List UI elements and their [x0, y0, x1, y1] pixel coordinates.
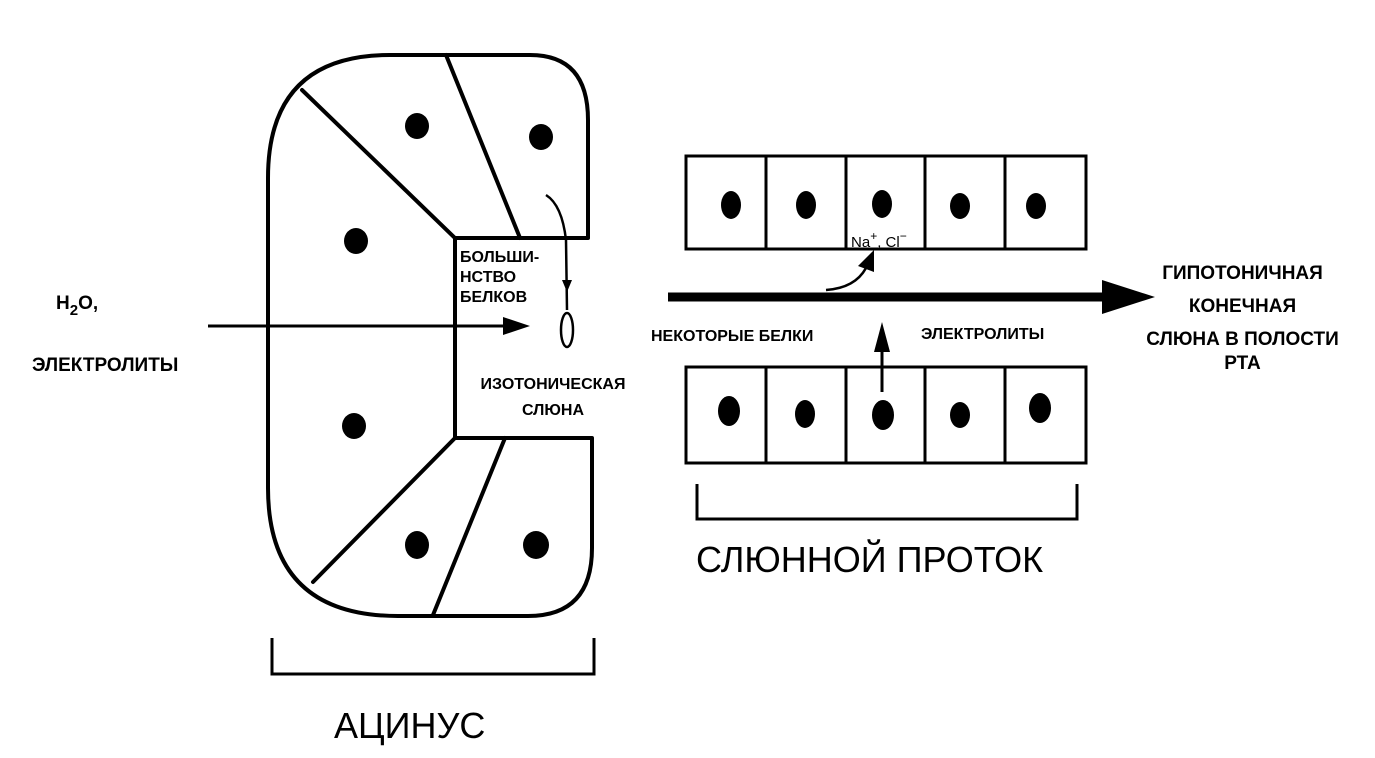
nucleus: [950, 193, 970, 219]
nucleus: [795, 400, 815, 428]
nucleus: [721, 191, 741, 219]
duct-flow-arrow: [668, 280, 1155, 314]
input-arrow: [208, 317, 530, 335]
acinus-outline: [266, 53, 594, 618]
nucleus: [342, 413, 366, 439]
hypotonic-saliva-label: ГИПОТОНИЧНАЯ КОНЕЧНАЯ СЛЮНА В ПОЛОСТИ РТ…: [1146, 263, 1339, 374]
salivary-duct-title: СЛЮННОЙ ПРОТОК: [696, 539, 1044, 580]
nucleus: [1029, 393, 1051, 423]
duct-lower-row: [684, 365, 1088, 465]
nucleus: [1026, 193, 1046, 219]
nucleus: [950, 402, 970, 428]
nucleus: [796, 191, 816, 219]
acinus-partition-4: [431, 436, 507, 617]
nucleus: [529, 124, 553, 150]
nucleus: [718, 396, 740, 426]
ion-reabsorption-arrow: [825, 250, 874, 292]
secretion-path: [545, 193, 575, 349]
some-proteins-label: НЕКОТОРЫЕ БЕЛКИ: [651, 328, 814, 345]
duct-upper-row: [684, 154, 1088, 251]
acinus-partition-1: [300, 88, 457, 240]
nucleus: [405, 531, 429, 559]
duct-bracket: [695, 484, 1079, 521]
acinus-title: АЦИНУС: [334, 705, 486, 746]
acinus-bracket: [270, 638, 596, 676]
protein-secretion-arrow: [874, 322, 890, 392]
nucleus: [344, 228, 368, 254]
nucleus: [872, 190, 892, 218]
electrolytes-input-label: ЭЛЕКТРОЛИТЫ: [32, 355, 179, 376]
water-label: H2O,: [56, 293, 99, 319]
brackets: [270, 484, 1079, 676]
most-proteins-label: БОЛЬШИ- НСТВО БЕЛКОВ: [460, 249, 540, 306]
acinus-partition-3: [311, 436, 457, 584]
acinus-nuclei: [342, 113, 553, 559]
duct-nuclei: [718, 190, 1051, 430]
nucleus: [523, 531, 549, 559]
nucleus: [405, 113, 429, 139]
isotonic-saliva-label: ИЗОТОНИЧЕСКАЯ СЛЮНА: [480, 376, 626, 419]
nucleus: [872, 400, 894, 430]
acinus-partition-2: [444, 53, 522, 240]
electrolytes-duct-label: ЭЛЕКТРОЛИТЫ: [921, 326, 1045, 343]
ion-label: Na+, Cl−: [851, 229, 907, 251]
